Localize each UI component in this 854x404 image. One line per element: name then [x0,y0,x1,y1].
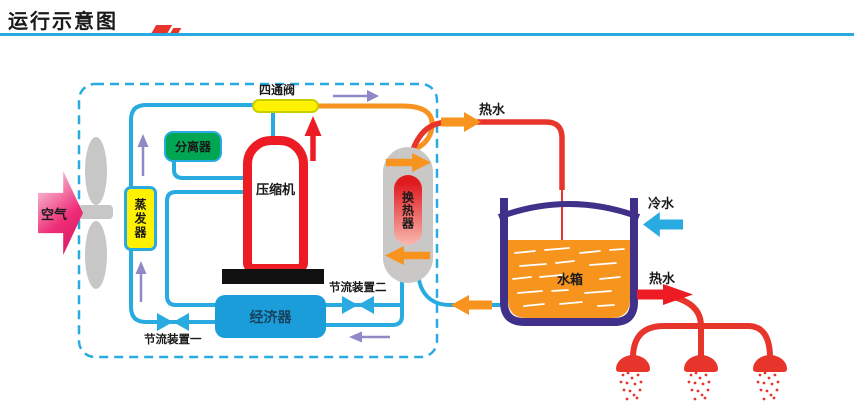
purple-flow-left-icon [349,331,390,343]
hx-flow-right-icon [386,153,431,172]
shower-circuit [616,291,787,401]
tank-walls [500,198,638,326]
water-ripples [512,247,625,307]
evaporator-box: 蒸发器 [124,186,157,251]
refrigerant-pipes [129,103,404,327]
compressor-base [222,269,324,284]
shower-head-icon [753,355,787,372]
heat-exchanger-core: 换热器 [394,175,422,245]
hx-flow-left-icon [385,246,430,265]
separator-box: 分离器 [164,131,222,162]
cold-water-label: 冷水 [648,196,675,211]
purple-flow-up-icon [137,134,149,176]
four-way-valve [252,99,319,113]
page-title: 运行示意图 [8,11,118,33]
air-label: 空气 [41,207,68,222]
compressor-box: 压缩机 [243,136,308,273]
heat-exchanger-box: 换热器 [383,147,433,283]
title-underline [0,33,854,36]
purple-flow-right-icon [333,90,379,102]
tank-water [508,240,630,318]
shower-spray-icon [756,371,780,401]
flow-arrows [135,90,693,343]
throttle-valve-1-icon [157,313,189,331]
four-way-valve-label: 四通阀 [259,83,296,97]
hot-water-top-label: 热水 [479,102,506,117]
economizer-box: 经济器 [215,295,326,338]
shower-spray-icon [687,371,711,401]
water-tank [497,198,641,326]
hot-water-out-label: 热水 [649,271,676,286]
shower-head-icon [684,355,718,372]
shower-spray-icon [619,371,643,401]
fan-icon [79,137,113,289]
red-flow-right-icon [637,284,693,305]
orange-flow-left-icon [451,295,492,315]
red-flow-up-icon [304,116,322,161]
purple-flow-up-icon [135,261,147,302]
throttle-device-2-label: 节流装置二 [329,282,387,294]
shower-head-icon [616,355,650,372]
tank-lid-arc [497,201,641,220]
orange-flow-right-icon [441,112,481,132]
hot-water-pipe [409,119,565,247]
water-tank-label: 水箱 [557,272,584,287]
throttle-device-1-label: 节流装置一 [144,334,202,346]
throttle-valve-2-icon [342,296,374,314]
